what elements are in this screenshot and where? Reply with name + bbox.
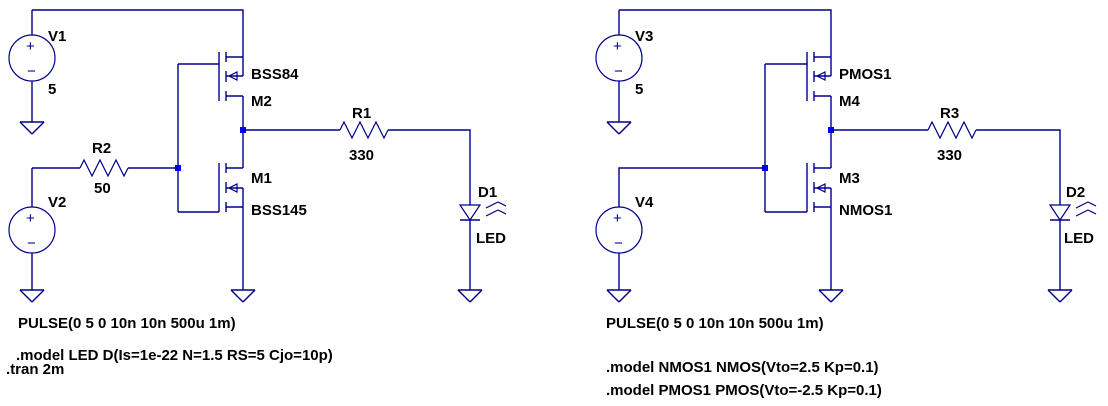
d2-model: LED (1064, 230, 1094, 247)
r1-name: R1 (352, 105, 371, 122)
source-v2[interactable]: + − (8, 168, 56, 303)
wire-v4-gate (618, 167, 765, 207)
v2-name: V2 (48, 194, 66, 211)
light-emission-icon (485, 201, 507, 217)
v1-value: 5 (48, 81, 56, 98)
left-circuit: + − V1 5 BSS84 M2 (6, 9, 507, 378)
mosfet-m2[interactable] (178, 52, 244, 101)
v3-value: 5 (635, 81, 643, 98)
spice-directive-pmos-model[interactable]: .model PMOS1 PMOS(Vto=-2.5 Kp=0.1) (606, 382, 882, 399)
v4-pulse-spec: PULSE(0 5 0 10n 10n 500u 1m) (606, 315, 824, 332)
resistor-r2[interactable] (32, 158, 178, 178)
r3-name: R3 (940, 105, 959, 122)
m4-name: M4 (839, 93, 860, 110)
svg-text:−: − (27, 235, 36, 252)
source-v4[interactable]: + − (595, 206, 643, 303)
ground-symbol (457, 289, 483, 303)
m2-name: M2 (251, 93, 272, 110)
v2-pulse-spec: PULSE(0 5 0 10n 10n 500u 1m) (18, 315, 236, 332)
m1-name: M1 (251, 170, 272, 187)
right-circuit: + − V3 5 PMOS1 M4 (595, 9, 1097, 399)
m3-model: NMOS1 (839, 202, 892, 219)
wire-vdd-left (32, 9, 244, 57)
spice-directive-nmos-model[interactable]: .model NMOS1 NMOS(Vto=2.5 Kp=0.1) (606, 359, 879, 376)
ground-symbol (19, 289, 45, 303)
r2-name: R2 (92, 140, 111, 157)
source-v1[interactable]: + − (8, 10, 56, 135)
m1-model: BSS145 (251, 202, 307, 219)
spice-directive-tran[interactable]: .tran 2m (6, 361, 64, 378)
d1-model: LED (476, 230, 506, 247)
v1-name: V1 (48, 28, 66, 45)
spice-directive-led-model[interactable]: .model LED D(Is=1e-22 N=1.5 RS=5 Cjo=10p… (16, 347, 333, 364)
ground-symbol (1047, 289, 1073, 303)
v4-name: V4 (635, 194, 654, 211)
mosfet-m3[interactable] (765, 163, 832, 213)
m4-model: PMOS1 (839, 66, 892, 83)
r3-value: 330 (937, 147, 962, 164)
light-emission-icon (1075, 201, 1097, 217)
r1-value: 330 (349, 147, 374, 164)
svg-text:−: − (614, 235, 623, 252)
svg-text:−: − (614, 63, 623, 80)
source-v3[interactable]: + − (595, 10, 643, 135)
resistor-r3[interactable] (927, 120, 1061, 205)
svg-text:+: + (26, 210, 35, 227)
ground-symbol (230, 289, 256, 303)
led-d2[interactable] (1047, 201, 1097, 303)
resistor-r1[interactable] (339, 120, 471, 205)
d1-name: D1 (478, 184, 497, 201)
svg-text:+: + (26, 38, 35, 55)
svg-text:+: + (613, 210, 622, 227)
ground-symbol (606, 289, 632, 303)
d2-name: D2 (1066, 184, 1085, 201)
wire-vdd-right (619, 9, 832, 57)
ground-symbol (818, 289, 844, 303)
svg-text:+: + (613, 38, 622, 55)
m2-model: BSS84 (251, 66, 299, 83)
v3-name: V3 (635, 28, 653, 45)
svg-text:−: − (27, 63, 36, 80)
ground-symbol (19, 121, 45, 135)
r2-value: 50 (94, 180, 111, 197)
mosfet-m1[interactable] (178, 163, 244, 213)
mosfet-m4[interactable] (765, 52, 832, 101)
ground-symbol (606, 121, 632, 135)
led-d1[interactable] (457, 201, 507, 303)
m3-name: M3 (839, 170, 860, 187)
